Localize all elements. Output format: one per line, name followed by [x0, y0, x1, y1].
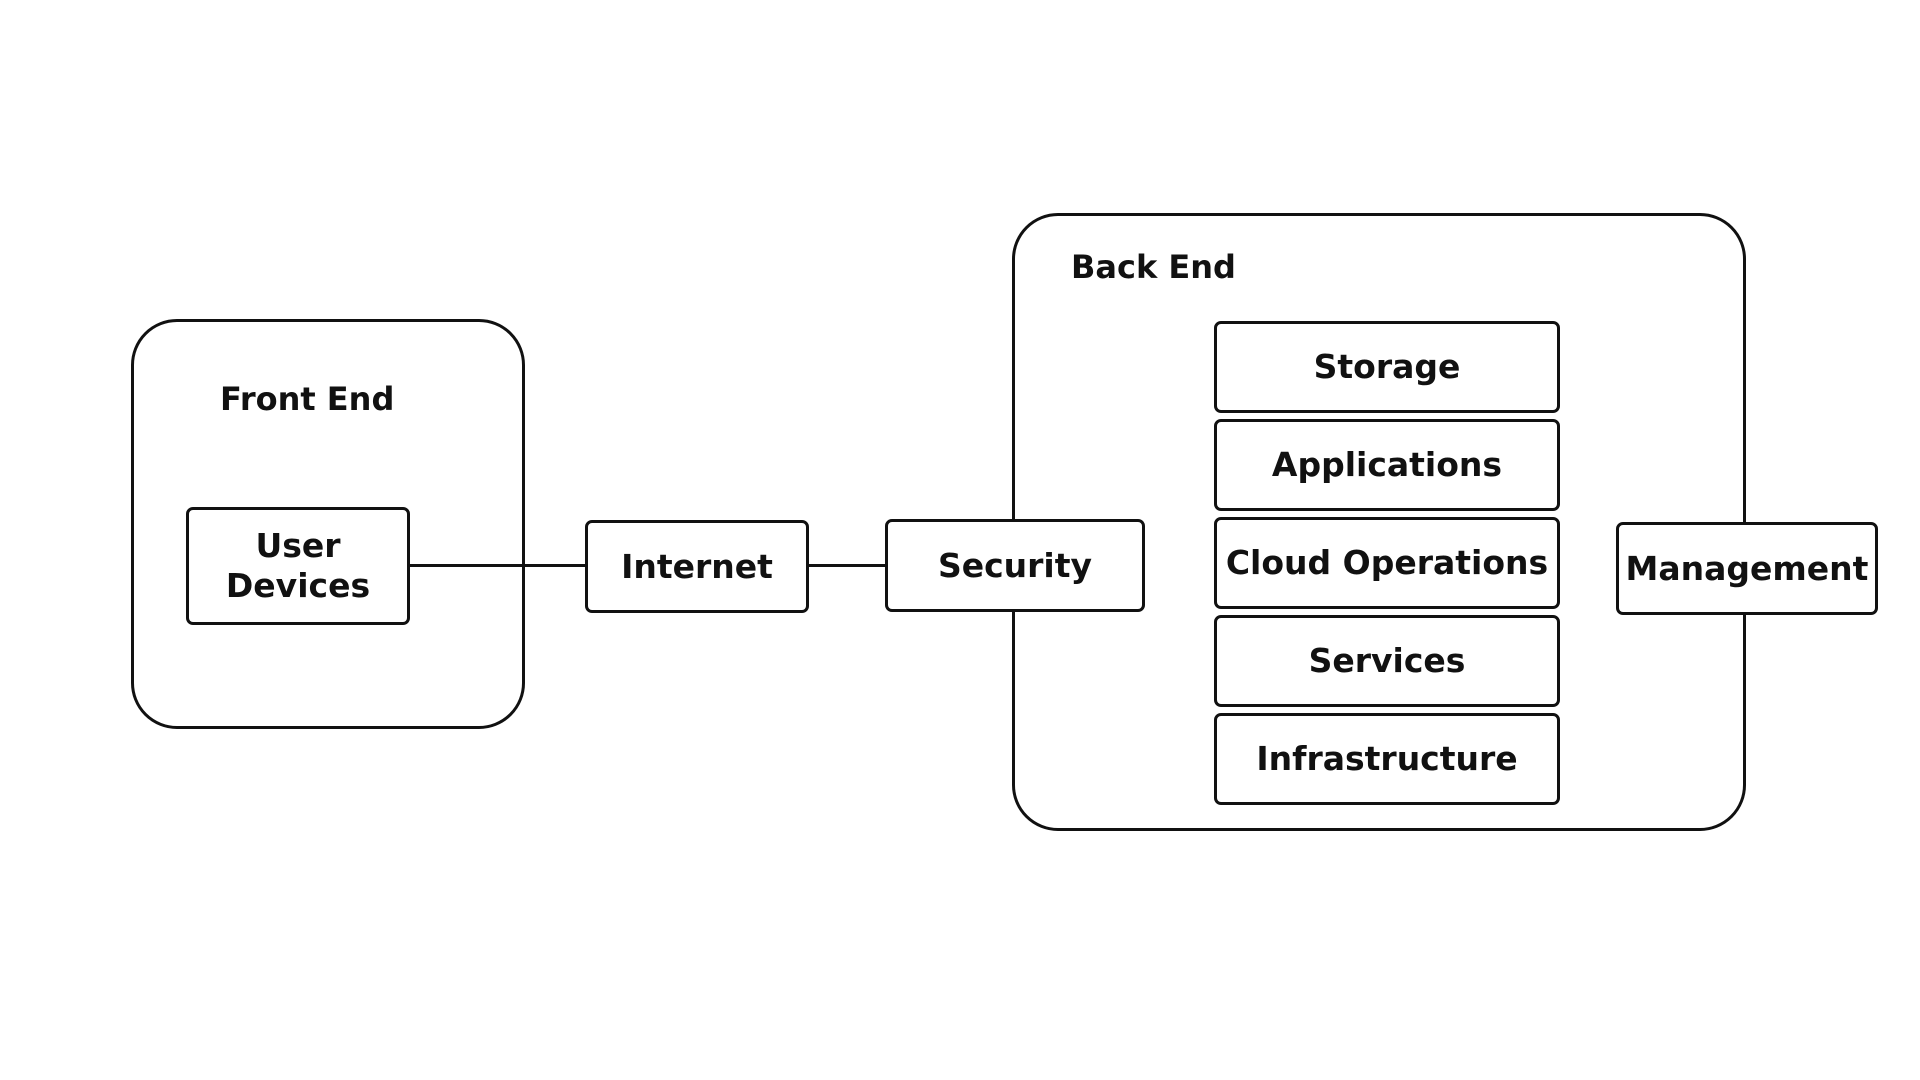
security-node[interactable]: Security — [885, 519, 1145, 612]
stack-item-storage[interactable]: Storage — [1214, 321, 1560, 413]
edge-internet-security — [806, 564, 888, 567]
edge-user-devices-internet — [408, 564, 588, 567]
back-end-stack: Storage Applications Cloud Operations Se… — [1214, 321, 1560, 811]
internet-node[interactable]: Internet — [585, 520, 809, 613]
stack-item-applications[interactable]: Applications — [1214, 419, 1560, 511]
stack-item-infrastructure[interactable]: Infrastructure — [1214, 713, 1560, 805]
user-devices-node[interactable]: User Devices — [186, 507, 410, 625]
front-end-label: Front End — [220, 380, 395, 418]
back-end-label: Back End — [1071, 248, 1236, 286]
management-node[interactable]: Management — [1616, 522, 1878, 615]
stack-item-cloud-operations[interactable]: Cloud Operations — [1214, 517, 1560, 609]
stack-item-services[interactable]: Services — [1214, 615, 1560, 707]
